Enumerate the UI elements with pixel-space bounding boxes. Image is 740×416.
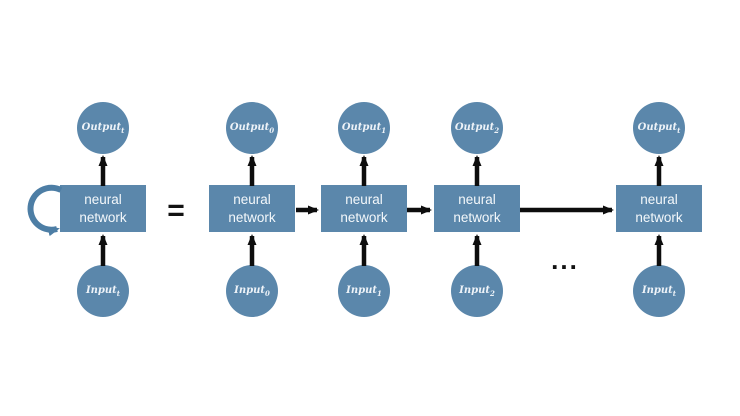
output-node: Outputt [633,102,685,154]
output-node: Output1 [338,102,390,154]
output-label: Output1 [341,121,387,135]
equals-sign: = [167,194,185,227]
ellipsis: ... [551,245,579,275]
neural-network-box: neural network [209,185,295,232]
rnn-unit-step-0: Output0 neural network Input0 [209,0,295,416]
input-label: Input1 [346,284,382,298]
neural-network-label: neural network [635,191,683,225]
output-node: Outputt [77,102,129,154]
input-label: Inputt [85,284,121,298]
output-label: Outputt [81,121,125,135]
input-label: Input0 [234,284,270,298]
rnn-unit-step-t: Outputt neural network Inputt [616,0,702,416]
rnn-unit-folded: Outputt neural network Inputt [60,0,146,416]
neural-network-box: neural network [434,185,520,232]
output-node: Output2 [451,102,503,154]
neural-network-box: neural network [60,185,146,232]
neural-network-label: neural network [228,191,276,225]
neural-network-label: neural network [340,191,388,225]
input-node: Inputt [77,265,129,317]
output-label: Outputt [637,121,681,135]
input-label: Input2 [459,284,495,298]
input-label: Inputt [641,284,677,298]
neural-network-box: neural network [321,185,407,232]
input-node: Input1 [338,265,390,317]
neural-network-label: neural network [79,191,127,225]
output-label: Output2 [454,121,500,135]
rnn-unit-step-1: Output1 neural network Input1 [321,0,407,416]
rnn-unit-step-2: Output2 neural network Input2 [434,0,520,416]
input-node: Input0 [226,265,278,317]
output-label: Output0 [229,121,275,135]
output-node: Output0 [226,102,278,154]
recurrent-loop-arrow-icon [27,184,63,237]
input-node: Input2 [451,265,503,317]
neural-network-box: neural network [616,185,702,232]
neural-network-label: neural network [453,191,501,225]
input-node: Inputt [633,265,685,317]
